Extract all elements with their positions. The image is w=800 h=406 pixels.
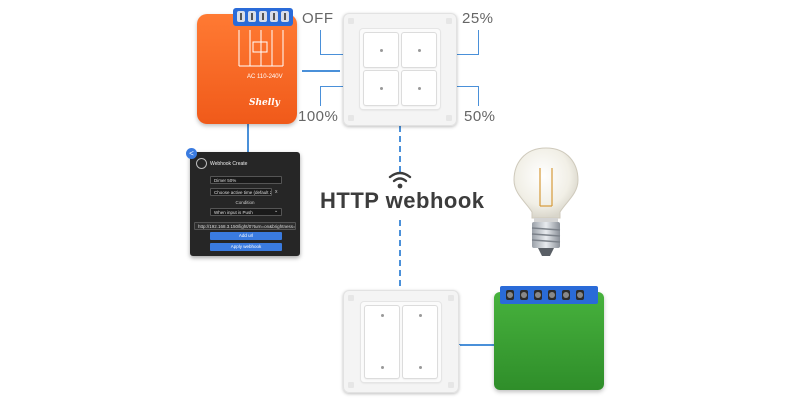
relay-voltage-label: AC 110-240V: [247, 74, 283, 80]
leader-25-v: [478, 30, 479, 55]
apply-webhook-button[interactable]: Apply webhook: [210, 243, 282, 251]
switch-key-100[interactable]: [364, 71, 398, 105]
webhook-url-input[interactable]: http://192.168.3.150/light/0?turn=on&bri…: [194, 222, 296, 230]
switch-key-right[interactable]: [403, 306, 437, 378]
four-button-switch: [343, 13, 457, 126]
leader-100-v: [320, 86, 321, 106]
leader-50-v: [478, 86, 479, 106]
switch-key-left[interactable]: [365, 306, 399, 378]
add-url-button[interactable]: Add url: [210, 232, 282, 240]
wifi-icon: [388, 171, 412, 189]
switch-key-25[interactable]: [402, 33, 436, 67]
label-50: 50%: [464, 108, 496, 125]
connector-relay-switch: [302, 70, 340, 72]
relay-wiring-diagram: [238, 30, 284, 67]
light-bulb-icon: [513, 147, 579, 256]
clear-active-time-icon[interactable]: x: [275, 189, 278, 195]
condition-label: Condition: [235, 200, 255, 205]
active-time-select[interactable]: Choose active time (default 24h): [210, 188, 272, 196]
connector-webhook-switch: [399, 220, 401, 286]
webhook-create-panel: < Webhook Create Dimer 50% Choose active…: [186, 148, 300, 256]
webhook-icon: [196, 158, 207, 169]
dimmer-module: [494, 286, 604, 390]
relay-module: AC 110-240V Shelly: [197, 8, 297, 124]
relay-terminal-block: [233, 8, 293, 26]
http-webhook-label: HTTP webhook: [320, 188, 485, 213]
relay-brand-logo: Shelly: [249, 98, 280, 108]
connector-switch-dimmer: [460, 344, 494, 346]
label-100: 100%: [298, 108, 339, 125]
leader-off-v: [320, 30, 321, 55]
label-off: OFF: [302, 10, 334, 27]
dimmer-terminal-block: [500, 286, 598, 304]
panel-title: Webhook Create: [210, 161, 248, 167]
connector-relay-panel: [247, 124, 249, 152]
webhook-name-input[interactable]: Dimer 50%: [210, 176, 282, 184]
switch-key-off[interactable]: [364, 33, 398, 67]
two-button-switch: [343, 290, 459, 393]
switch-key-50[interactable]: [402, 71, 436, 105]
connector-switch-webhook: [399, 126, 401, 172]
label-25: 25%: [462, 10, 494, 27]
chevron-down-icon[interactable]: ⌄: [274, 208, 279, 214]
back-icon[interactable]: <: [186, 148, 197, 159]
condition-select[interactable]: When input is Push: [210, 208, 282, 216]
